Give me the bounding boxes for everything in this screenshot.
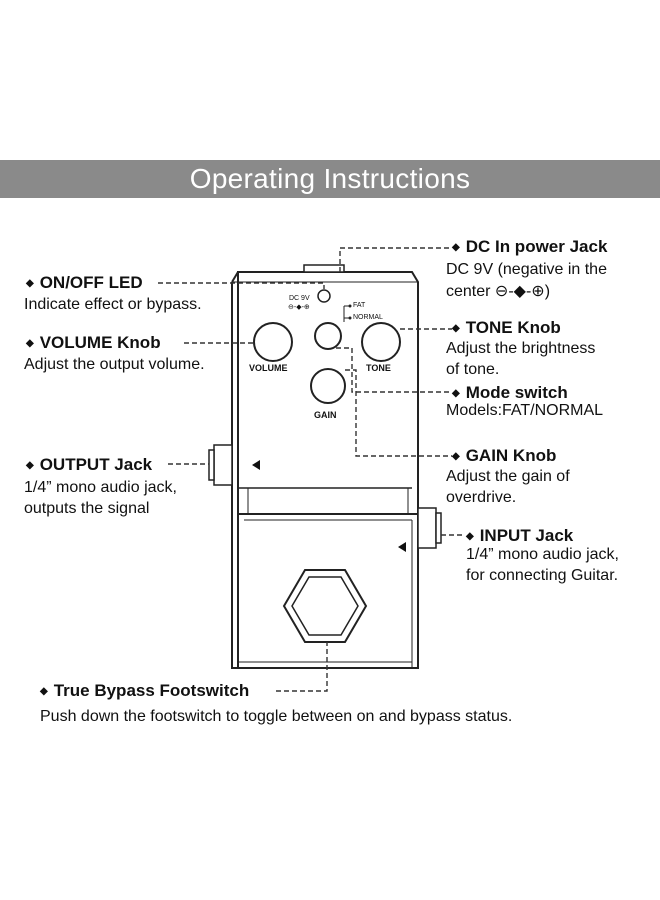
pedal-normal-label: NORMAL <box>353 314 383 321</box>
gain-label: ◆GAIN Knob <box>452 446 557 465</box>
led-indicator <box>317 289 331 303</box>
tone-desc-1: Adjust the brightness <box>446 340 596 357</box>
gain-knob <box>310 368 346 404</box>
pedal-dc-label: DC 9V <box>289 295 310 302</box>
footswitch <box>282 569 368 643</box>
volume-desc: Adjust the output volume. <box>24 356 205 373</box>
dc-in-label: ◆DC In power Jack <box>452 237 608 256</box>
input-arrow-icon <box>398 542 406 552</box>
leader-lines <box>158 247 462 692</box>
input-jack-desc-2: for connecting Guitar. <box>466 567 619 584</box>
input-jack <box>417 507 442 549</box>
tone-knob <box>361 322 401 362</box>
pedal-body <box>231 271 419 669</box>
output-jack <box>208 444 233 486</box>
output-jack-label: ◆OUTPUT Jack <box>26 455 153 474</box>
pedal-gain-label: GAIN <box>314 410 337 420</box>
volume-label: ◆VOLUME Knob <box>26 333 161 352</box>
footswitch-label: ◆True Bypass Footswitch <box>40 681 250 700</box>
output-jack-desc-1: 1/4” mono audio jack, <box>24 479 177 496</box>
pedal-volume-label: VOLUME <box>249 363 288 373</box>
volume-knob <box>253 322 293 362</box>
dc-in-desc-2: center ⊖-◆-⊕) <box>446 283 551 300</box>
pedal-tone-label: TONE <box>366 363 391 373</box>
footswitch-desc: Push down the footswitch to toggle betwe… <box>40 708 513 725</box>
input-jack-desc-1: 1/4” mono audio jack, <box>466 546 619 563</box>
input-jack-label: ◆INPUT Jack <box>466 526 574 545</box>
output-arrow-icon <box>252 460 260 470</box>
mode-switch-label: ◆Mode switch <box>452 383 568 402</box>
pedal-dc-symbol: ⊖-◆-⊕ <box>288 304 310 311</box>
mode-switch-desc: Models:FAT/NORMAL <box>446 402 604 419</box>
gain-desc-2: overdrive. <box>446 489 517 506</box>
on-off-led-label: ◆ON/OFF LED <box>26 273 143 292</box>
gain-desc-1: Adjust the gain of <box>446 468 570 485</box>
on-off-led-desc: Indicate effect or bypass. <box>24 296 202 313</box>
output-jack-desc-2: outputs the signal <box>24 500 150 517</box>
page-title: Operating Instructions <box>189 163 471 194</box>
tone-label: ◆TONE Knob <box>452 318 561 337</box>
title-banner: Operating Instructions <box>0 160 660 198</box>
mode-switch <box>314 322 342 350</box>
tone-desc-2: of tone. <box>446 361 500 378</box>
pedal-fat-label: FAT <box>353 302 366 309</box>
dc-jack <box>303 264 345 273</box>
dc-in-desc-1: DC 9V (negative in the <box>446 261 607 278</box>
